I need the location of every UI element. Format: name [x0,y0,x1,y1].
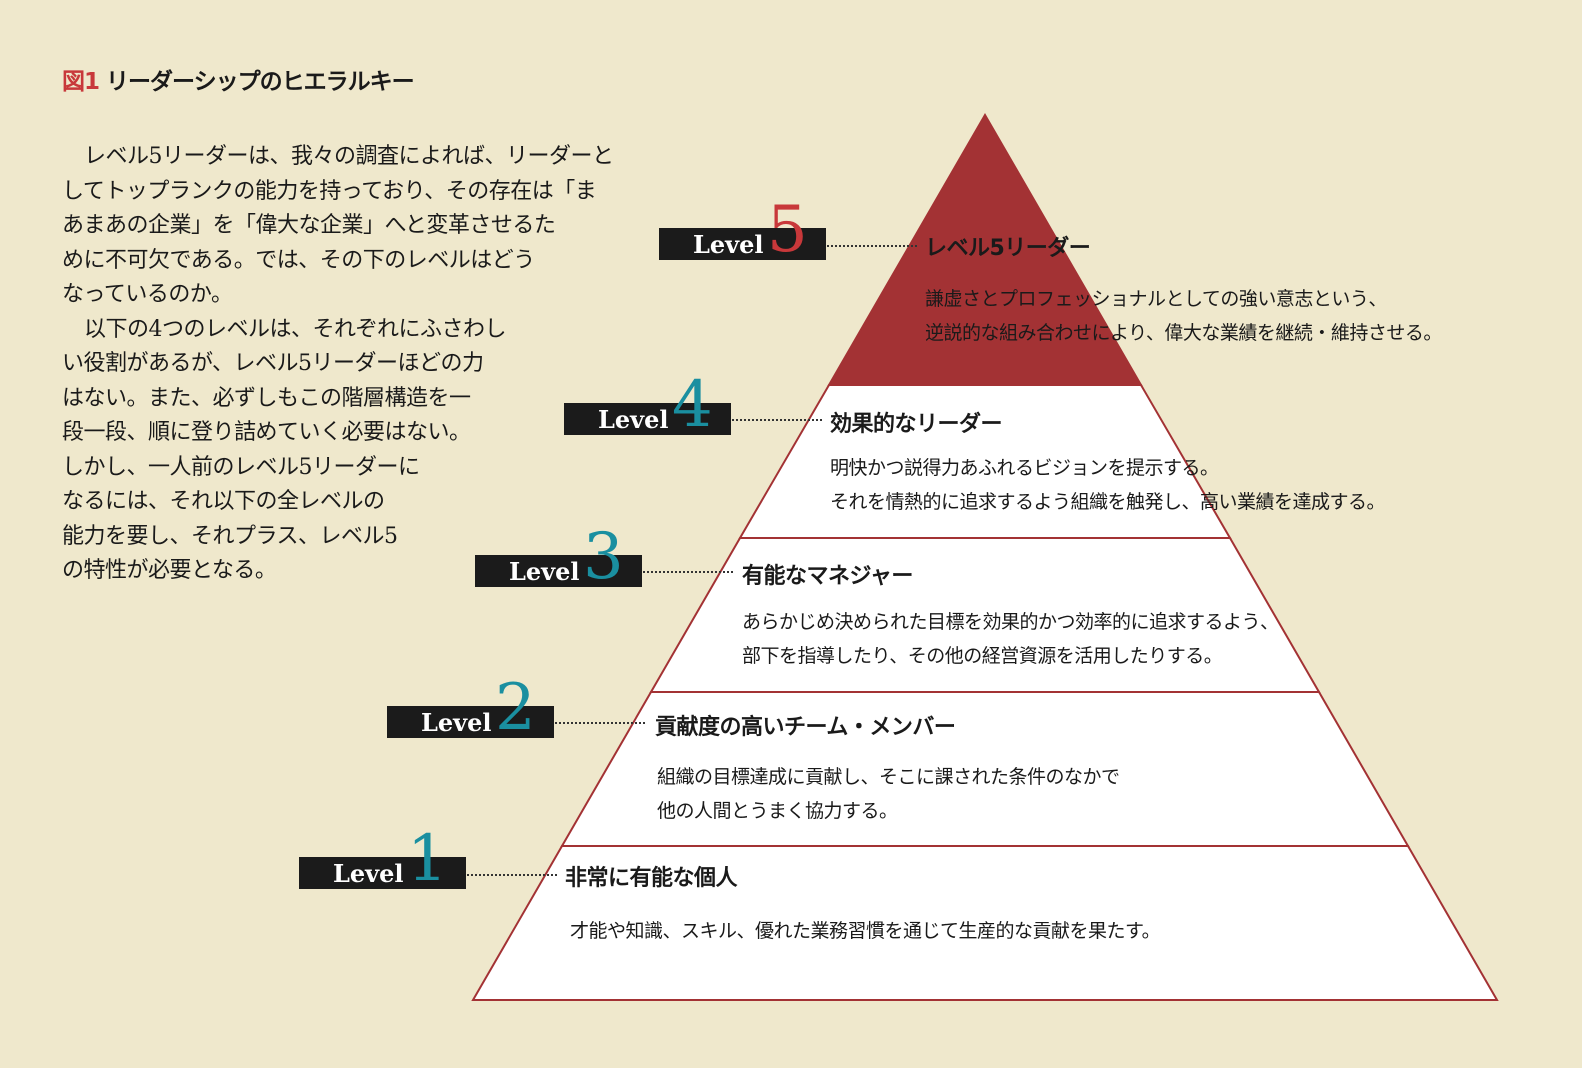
level-3-title: 有能なマネジャー [742,564,913,589]
level-number: 2 [495,671,536,745]
intro-paragraph: レベル5リーダーは、我々の調査によれば、リーダーと してトップランクの能力を持っ… [62,144,614,307]
level-number: 4 [672,368,713,442]
level-3-description: あらかじめ決められた目標を効果的かつ効率的に追求するよう、 部下を指導したり、そ… [742,611,1279,667]
figure-number: 図1 [62,69,100,95]
leader-line [467,874,557,876]
level-label: Level [421,708,492,737]
intro-text: レベル5リーダーは、我々の調査によれば、リーダーと してトップランクの能力を持っ… [62,140,672,589]
level-number: 3 [583,520,624,594]
leader-line [555,722,645,724]
level-4-description: 明快かつ説得力あふれるビジョンを提示する。 それを情熱的に追求するよう組織を触発… [830,457,1386,513]
level-label: Level [509,557,580,586]
level-1-title: 非常に有能な個人 [565,866,738,891]
level-number: 5 [767,193,808,267]
level-2-title: 貢献度の高いチーム・メンバー [655,715,956,740]
figure-title: 図1 リーダーシップのヒエラルキー [62,62,415,96]
level-4-title: 効果的なリーダー [830,412,1003,437]
level-5-title: レベル5リーダー [925,236,1091,261]
level-5-description: 謙虚さとプロフェッショナルとしての強い意志という、 逆説的な組み合わせにより、偉… [925,288,1442,344]
level-label: Level [333,859,404,888]
intro-paragraph: 以下の4つのレベルは、それぞれにふさわし い役割があるが、レベル5リーダーほどの… [62,316,507,584]
pyramid-tier-5 [827,113,1143,386]
level-2-description: 組織の目標達成に貢献し、そこに課された条件のなかで 他の人間とうまく協力する。 [657,766,1120,822]
level-1-description: 才能や知識、スキル、優れた業務習慣を通じて生産的な貢献を果たす。 [570,920,1161,942]
level-number: 1 [407,822,448,896]
leader-line [643,571,733,573]
figure-title-text: リーダーシップのヒエラルキー [106,69,415,95]
leader-line [732,419,822,421]
leader-line [827,245,917,247]
level-label: Level [598,405,669,434]
level-label: Level [693,230,764,259]
